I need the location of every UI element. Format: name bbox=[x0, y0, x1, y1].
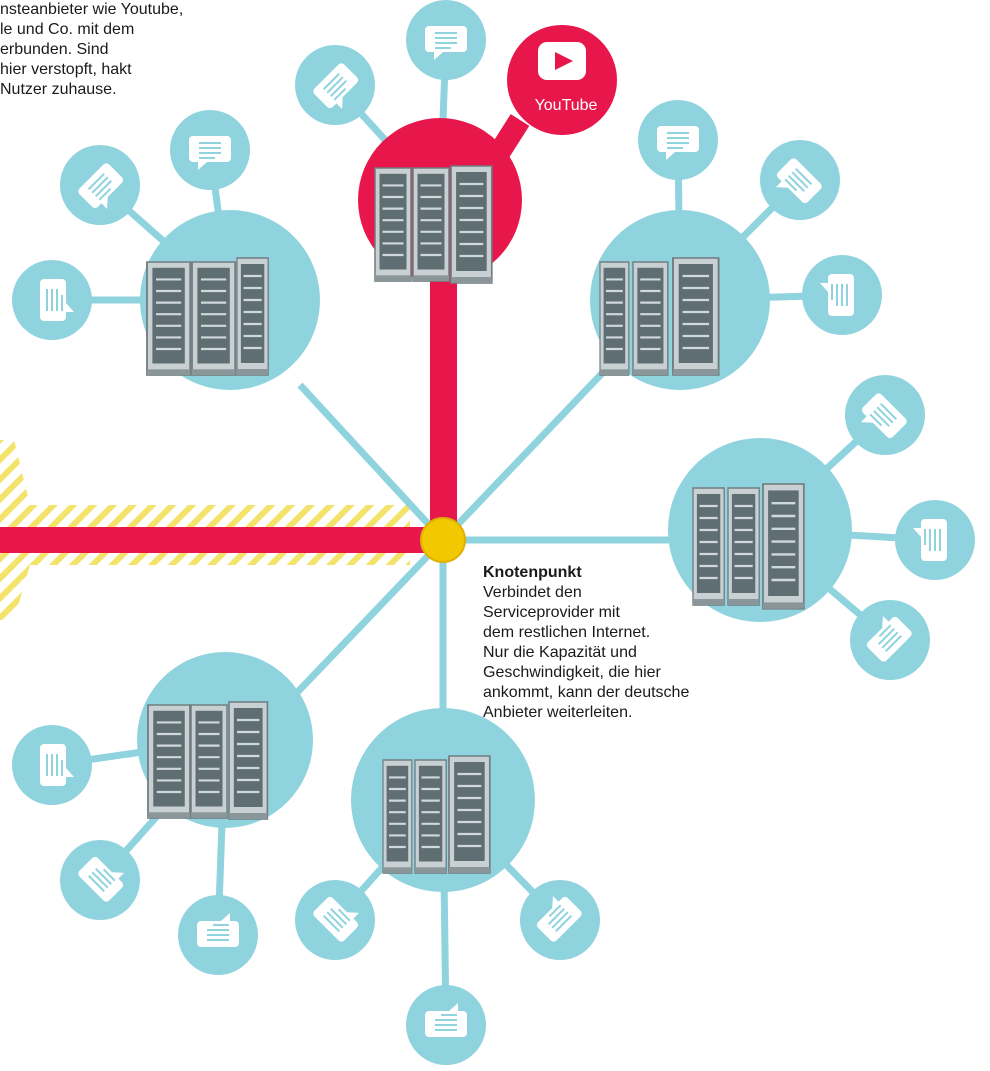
server-rack-icon bbox=[146, 703, 192, 820]
knotenpunkt-hub bbox=[420, 517, 466, 563]
server-cluster-bottom-left bbox=[137, 652, 313, 828]
speech-bubble-node bbox=[406, 985, 486, 1065]
knotenpunkt-line: Nur die Kapazität und bbox=[483, 644, 637, 661]
knotenpunkt-line: Geschwindigkeit, die hier bbox=[483, 664, 661, 681]
server-rack-icon bbox=[373, 166, 413, 283]
intro-line: hier verstopft, hakt bbox=[0, 61, 132, 78]
server-rack-icon bbox=[449, 164, 494, 285]
server-cluster-top-right bbox=[590, 210, 770, 390]
knotenpunkt-line: dem restlichen Internet. bbox=[483, 624, 651, 641]
speech-bubble-node bbox=[60, 145, 140, 225]
speech-bubble-node bbox=[845, 375, 925, 455]
server-rack-icon bbox=[671, 256, 721, 377]
intro-line: erbunden. Sind bbox=[0, 41, 109, 58]
intro-line: Nutzer zuhause. bbox=[0, 81, 117, 98]
server-rack-icon bbox=[631, 260, 669, 377]
youtube-trunk-line bbox=[430, 240, 457, 540]
youtube-node: YouTube bbox=[507, 25, 617, 135]
speech-bubble-node bbox=[12, 260, 92, 340]
server-rack-icon bbox=[381, 758, 413, 875]
speech-bubble-node bbox=[638, 100, 718, 180]
hub-connections bbox=[287, 362, 680, 730]
speech-bubble-node bbox=[520, 880, 600, 960]
speech-bubble-node bbox=[295, 880, 375, 960]
speech-bubble-node bbox=[178, 895, 258, 975]
server-rack-icon bbox=[189, 703, 229, 820]
speech-bubble-node bbox=[895, 500, 975, 580]
server-rack-icon bbox=[227, 700, 269, 821]
youtube-label: YouTube bbox=[535, 97, 598, 114]
server-cluster-bottom bbox=[351, 708, 535, 892]
server-rack-icon bbox=[190, 260, 237, 377]
server-rack-icon bbox=[413, 758, 448, 875]
server-rack-icon bbox=[761, 482, 806, 611]
knotenpunkt-line: Serviceprovider mit bbox=[483, 604, 620, 621]
speech-bubble-node bbox=[12, 725, 92, 805]
server-rack-icon bbox=[447, 754, 492, 875]
speech-bubble-node bbox=[850, 600, 930, 680]
server-rack-icon bbox=[411, 166, 451, 283]
server-cluster-right bbox=[668, 438, 852, 622]
server-rack-icon bbox=[726, 486, 761, 607]
speech-bubble-node bbox=[406, 0, 486, 80]
knotenpunkt-caption: Knotenpunkt Verbindet den Serviceprovide… bbox=[483, 563, 689, 723]
server-rack-icon bbox=[691, 486, 726, 607]
play-icon bbox=[538, 42, 586, 80]
server-rack-icon bbox=[598, 260, 630, 377]
speech-bubble-node bbox=[760, 140, 840, 220]
intro-text: nsteanbieter wie Youtube, le und Co. mit… bbox=[0, 0, 183, 100]
server-rack-icon bbox=[145, 260, 192, 377]
server-cluster-provider bbox=[358, 118, 522, 285]
speech-bubble-node bbox=[60, 840, 140, 920]
knotenpunkt-title: Knotenpunkt bbox=[483, 564, 582, 581]
knotenpunkt-line: Anbieter weiterleiten. bbox=[483, 704, 633, 721]
speech-bubble-node bbox=[802, 255, 882, 335]
intro-line: nsteanbieter wie Youtube, bbox=[0, 1, 184, 18]
intro-line: le und Co. mit dem bbox=[0, 21, 135, 38]
speech-bubble-node bbox=[170, 110, 250, 190]
knotenpunkt-line: ankommt, kann der deutsche bbox=[483, 684, 690, 701]
speech-bubble-node bbox=[295, 45, 375, 125]
knotenpunkt-line: Verbindet den bbox=[483, 584, 582, 601]
server-cluster-top-left bbox=[140, 210, 320, 390]
server-rack-icon bbox=[235, 256, 270, 377]
backbone-red-line bbox=[0, 527, 445, 553]
